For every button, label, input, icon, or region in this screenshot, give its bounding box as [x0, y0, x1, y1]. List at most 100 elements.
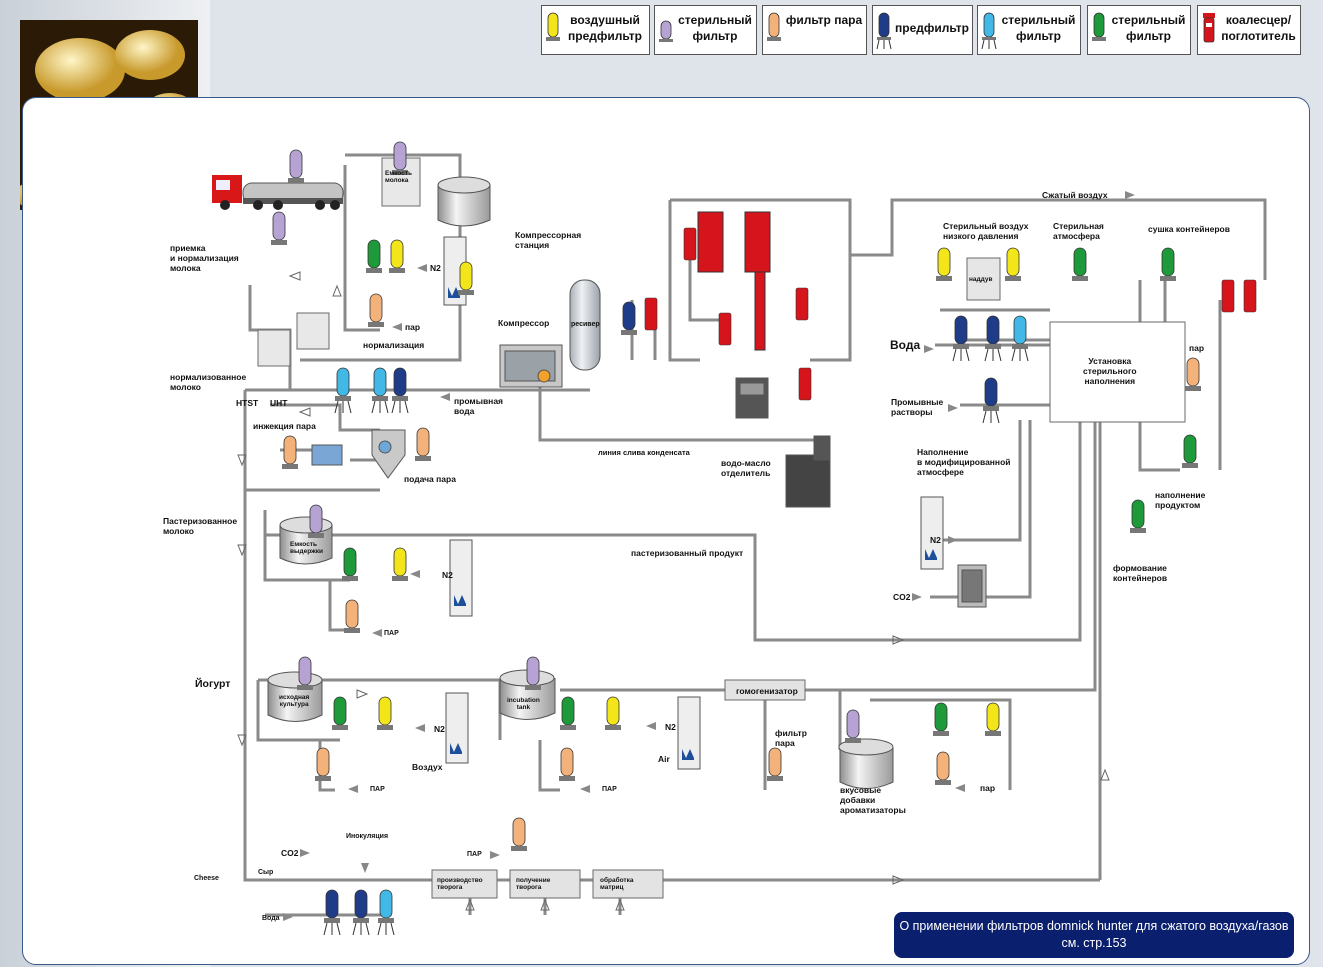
- legend-label: предфильтр: [895, 21, 969, 35]
- label-steam-right: пар: [1189, 343, 1205, 353]
- filter-head-icon: [953, 344, 969, 349]
- filter-housing-icon: [606, 696, 620, 726]
- label-receiver: ресивер: [571, 321, 600, 328]
- filter-head-icon: [366, 268, 382, 273]
- filter-housing-icon: [378, 696, 392, 726]
- filter-housing-icon: [325, 889, 339, 919]
- label-curd-production: производство творога: [437, 877, 483, 891]
- filter-housing-icon: [937, 247, 951, 277]
- sterile-filter-green-icon: [1092, 12, 1106, 41]
- filter-head-icon: [525, 685, 541, 690]
- legend-label: воздушный предфильтр: [568, 13, 642, 43]
- steam-filter-icon: [767, 12, 781, 41]
- label-steam-filter: фильтр пара: [775, 728, 807, 748]
- filter-head-icon: [1185, 386, 1201, 391]
- coalescer-icon: [1203, 13, 1215, 43]
- filter-head-icon: [392, 396, 408, 401]
- filter-housing-icon: [560, 747, 574, 777]
- filter-stand-icon: [352, 922, 370, 936]
- filter-head-icon: [308, 533, 324, 538]
- label-wash-water: промывная вода: [454, 396, 503, 416]
- filter-housing-icon: [393, 547, 407, 577]
- filter-housing-icon: [367, 239, 381, 269]
- filter-housing-icon: [333, 696, 347, 726]
- filter-housing-icon: [416, 427, 430, 457]
- label-incubation-tank: incubation tank: [507, 697, 540, 711]
- filter-housing-icon: [984, 377, 998, 407]
- filter-head-icon: [392, 576, 408, 581]
- legend-sterile-filter-green: стерильный фильтр: [1087, 5, 1191, 55]
- adsorption-dryer-icon: [754, 271, 766, 351]
- filter-housing-icon: [309, 504, 323, 534]
- label-inoculation: Инокуляция: [346, 833, 389, 840]
- filter-head-icon: [353, 918, 369, 923]
- filter-head-icon: [621, 330, 637, 335]
- filter-stand-icon: [984, 348, 1002, 362]
- filter-head-icon: [415, 456, 431, 461]
- filter-housing-icon: [936, 751, 950, 781]
- filter-stand-icon: [952, 348, 970, 362]
- filter-head-icon: [1130, 528, 1146, 533]
- filter-head-icon: [378, 918, 394, 923]
- label-n2-1: N2: [430, 263, 441, 273]
- filter-head-icon: [605, 725, 621, 730]
- filter-head-icon: [983, 406, 999, 411]
- legend-sterile-filter-blue: стерильный фильтр: [977, 5, 1081, 55]
- coalescer-icon: [644, 297, 658, 331]
- label-matrix-processing: обработка матриц: [600, 877, 634, 891]
- filter-stand-icon: [982, 410, 1000, 424]
- adsorption-dryer-icon: [697, 211, 724, 273]
- filter-head-icon: [392, 170, 408, 175]
- label-steam-4: ПАР: [602, 786, 617, 793]
- filter-head-icon: [335, 396, 351, 401]
- filter-housing-icon: [622, 301, 636, 331]
- filter-housing-icon: [1073, 247, 1087, 277]
- legend-label: стерильный фильтр: [1111, 13, 1186, 43]
- filter-housing-icon: [289, 149, 303, 179]
- prefilter-icon: [876, 12, 892, 49]
- filter-housing-icon: [768, 747, 782, 777]
- filter-head-icon: [1160, 276, 1176, 281]
- filter-head-icon: [1072, 276, 1088, 281]
- filter-housing-icon: [272, 211, 286, 241]
- filter-stand-icon: [371, 400, 389, 414]
- label-n2-4: N2: [665, 722, 676, 732]
- filter-housing-icon: [343, 547, 357, 577]
- filter-head-icon: [389, 268, 405, 273]
- label-holding-tank: Емкость выдержки: [290, 541, 324, 555]
- label-compressor-station: Компрессорная станция: [515, 230, 582, 250]
- filter-head-icon: [985, 731, 1001, 736]
- filter-housing-icon: [459, 261, 473, 291]
- filter-head-icon: [933, 731, 949, 736]
- label-air-4: Air: [658, 754, 670, 764]
- filter-housing-icon: [986, 315, 1000, 345]
- filter-head-icon: [315, 776, 331, 781]
- coalescer-icon: [798, 367, 812, 401]
- coalescer-icon: [1221, 279, 1235, 313]
- filter-housing-icon: [1161, 247, 1175, 277]
- filter-head-icon: [985, 344, 1001, 349]
- adsorption-dryer-icon: [744, 211, 771, 273]
- milk-truck-icon: [212, 175, 344, 210]
- label-n2-2: N2: [442, 570, 453, 580]
- label-n2-3: N2: [434, 724, 445, 734]
- label-container-drying: сушка контейнеров: [1148, 224, 1230, 234]
- label-water-cheese: Вода: [262, 915, 280, 922]
- legend-label: стерильный фильтр: [1001, 13, 1076, 43]
- label-air-3: Воздух: [412, 762, 443, 772]
- filter-head-icon: [372, 396, 388, 401]
- label-pasteurized-milk: Пастеризованное молоко: [163, 516, 238, 536]
- label-normalization: нормализация: [363, 340, 425, 350]
- filter-head-icon: [511, 846, 527, 851]
- coalescer-icon: [683, 227, 697, 261]
- filter-housing-icon: [986, 702, 1000, 732]
- filter-head-icon: [559, 776, 575, 781]
- reference-note[interactable]: О применении фильтров domnick hunter для…: [894, 912, 1294, 958]
- filter-head-icon: [1012, 344, 1028, 349]
- filter-stand-icon: [334, 400, 352, 414]
- filter-housing-icon: [379, 889, 393, 919]
- label-cheese-ru: Сыр: [258, 869, 274, 876]
- filter-head-icon: [288, 178, 304, 183]
- label-product-filling: наполнение продуктом: [1155, 490, 1206, 510]
- label-reception: приемка и нормализация молока: [170, 243, 239, 273]
